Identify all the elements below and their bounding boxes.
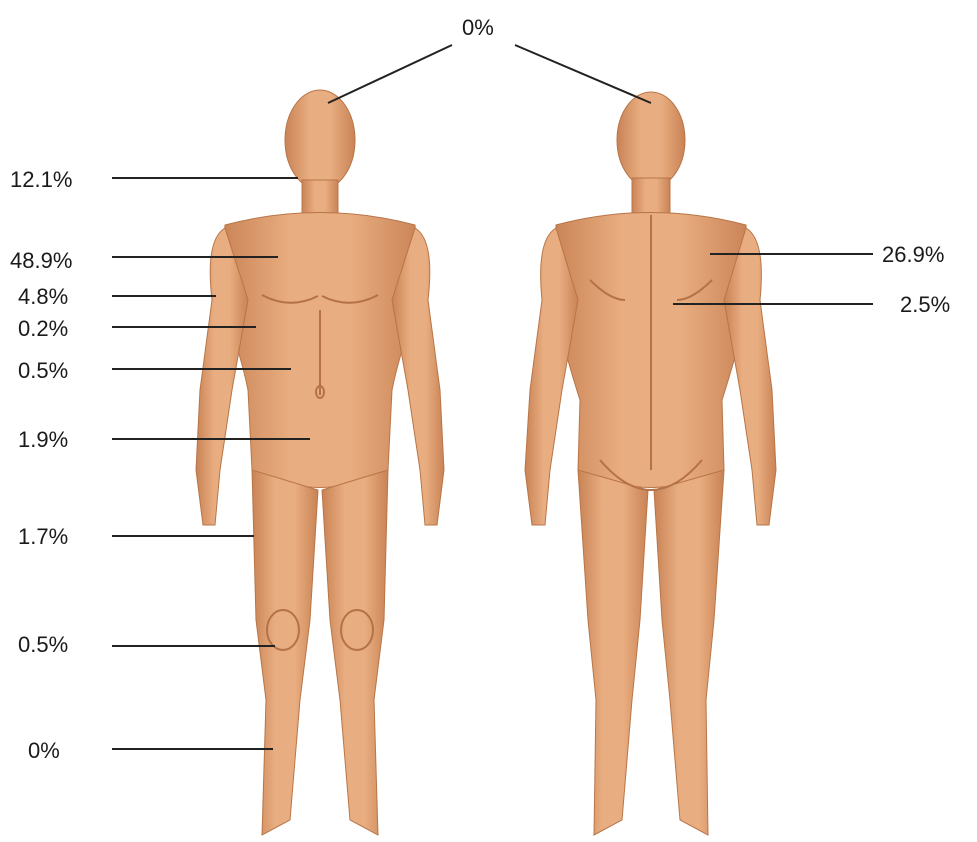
back-head xyxy=(617,92,685,188)
leader-line-top-front xyxy=(328,45,452,103)
front-right-leg xyxy=(322,470,388,835)
label-abdomen: 0.5% xyxy=(18,360,68,382)
label-chest: 48.9% xyxy=(10,250,72,272)
label-thigh: 1.7% xyxy=(18,526,68,548)
label-lower-back: 2.5% xyxy=(900,294,950,316)
front-neck xyxy=(302,180,338,216)
front-left-leg xyxy=(252,470,318,835)
front-figure xyxy=(196,90,444,835)
label-knee: 0.5% xyxy=(18,634,68,656)
label-pelvis: 1.9% xyxy=(18,429,68,451)
label-shin: 0% xyxy=(28,740,60,762)
back-left-arm xyxy=(525,228,578,525)
front-head xyxy=(285,90,355,190)
label-upper-back: 26.9% xyxy=(882,244,944,266)
back-right-leg xyxy=(654,470,724,835)
label-head-top: 0% xyxy=(462,17,494,39)
label-upper-arm: 0.2% xyxy=(18,318,68,340)
label-shoulder: 4.8% xyxy=(18,286,68,308)
back-left-leg xyxy=(578,470,648,835)
label-face: 12.1% xyxy=(10,169,72,191)
leader-line-top-back xyxy=(515,45,651,103)
